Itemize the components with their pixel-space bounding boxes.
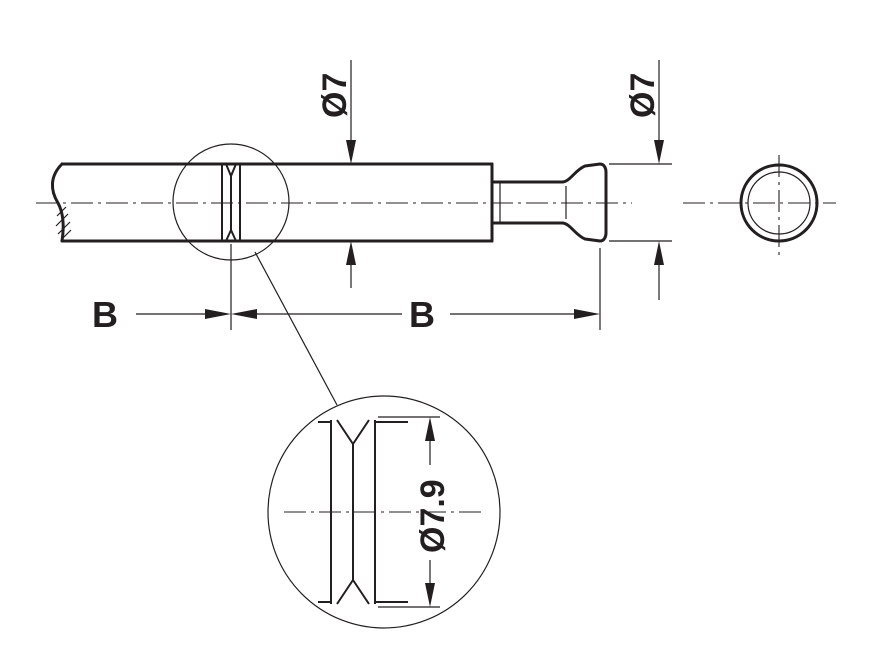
dim-head-diameter — [609, 60, 672, 300]
dim-b-right-label: B — [409, 294, 435, 335]
detail-view — [267, 395, 501, 629]
dim-shaft-diameter — [346, 60, 356, 288]
shaft-diameter-label: Ø7 — [316, 73, 354, 118]
groove-diameter-label: Ø7.9 — [414, 479, 452, 553]
dim-b — [136, 244, 601, 330]
end-view — [683, 155, 836, 256]
head-diameter-label: Ø7 — [624, 73, 662, 118]
dim-b-left-label: B — [92, 294, 118, 335]
detail-leader-line — [254, 251, 338, 406]
